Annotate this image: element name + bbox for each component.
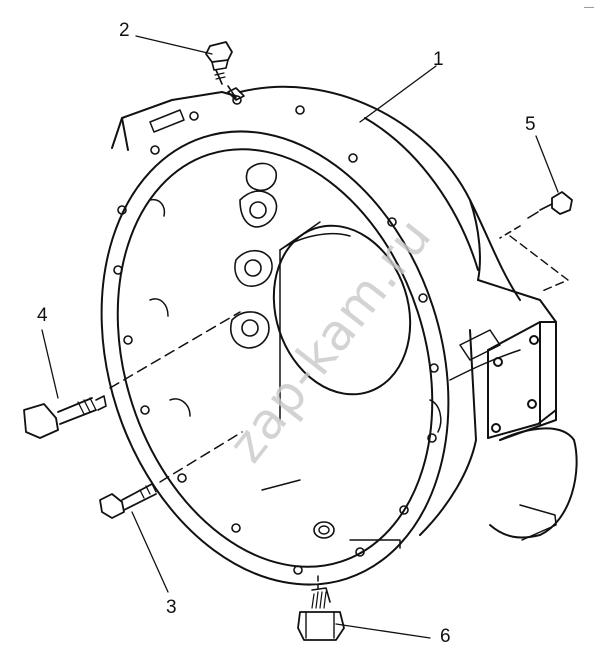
top-plug [205,41,245,101]
callout-2-label: 2 [119,20,130,41]
callout-3-label: 3 [166,597,177,618]
side-plug [499,191,573,293]
housing-shell [239,85,578,541]
flange-bolt-holes [113,95,439,575]
upper-boss [111,91,237,151]
callout-6-label: 6 [440,626,451,647]
long-bolt [23,311,241,439]
callout-4-label: 4 [37,305,48,326]
front-flange [100,130,450,586]
corner-mark: ― [584,2,594,13]
callout-5-label: 5 [525,114,536,135]
housing-bore [149,162,442,549]
short-bolt [99,431,243,519]
callout-1-label: 1 [433,49,444,70]
drain-plug [297,575,345,641]
side-mounting-plate [487,321,557,439]
leader-lines [41,35,559,639]
